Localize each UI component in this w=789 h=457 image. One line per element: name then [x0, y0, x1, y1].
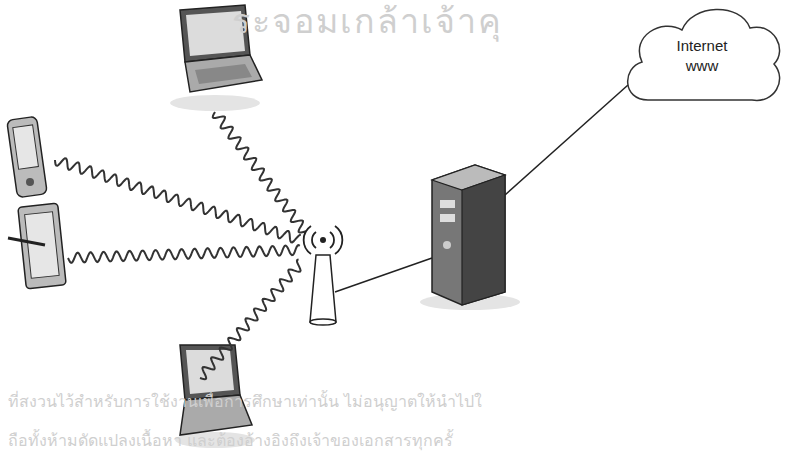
wireless-signal: [68, 245, 300, 263]
device-shadow: [170, 95, 260, 111]
wireless-signal: [200, 260, 301, 380]
cloud-outline: [618, 0, 786, 112]
wireless-signal: [55, 158, 301, 242]
network-cable: [505, 85, 628, 195]
watermark-text: ถือทั้งห้ามดัดแปลงเนื้อหา และต้องอ้างอิง…: [8, 428, 453, 453]
access-point-icon: [304, 226, 343, 325]
pda-icon: [7, 116, 48, 197]
tablet-icon: [8, 203, 66, 289]
wireless-signal: [213, 112, 306, 232]
server-icon: [432, 165, 505, 305]
watermark-text: ที่สงวนไว้สำหรับการใช้งานเพื่อการศึกษาเท…: [8, 389, 482, 414]
cloud-node: Internet www: [618, 0, 786, 112]
network-cable: [335, 258, 432, 292]
watermark-text: ระจอมเกล้าเจ้าคุ: [232, 0, 503, 48]
cloud-label: Internet www: [667, 36, 737, 77]
